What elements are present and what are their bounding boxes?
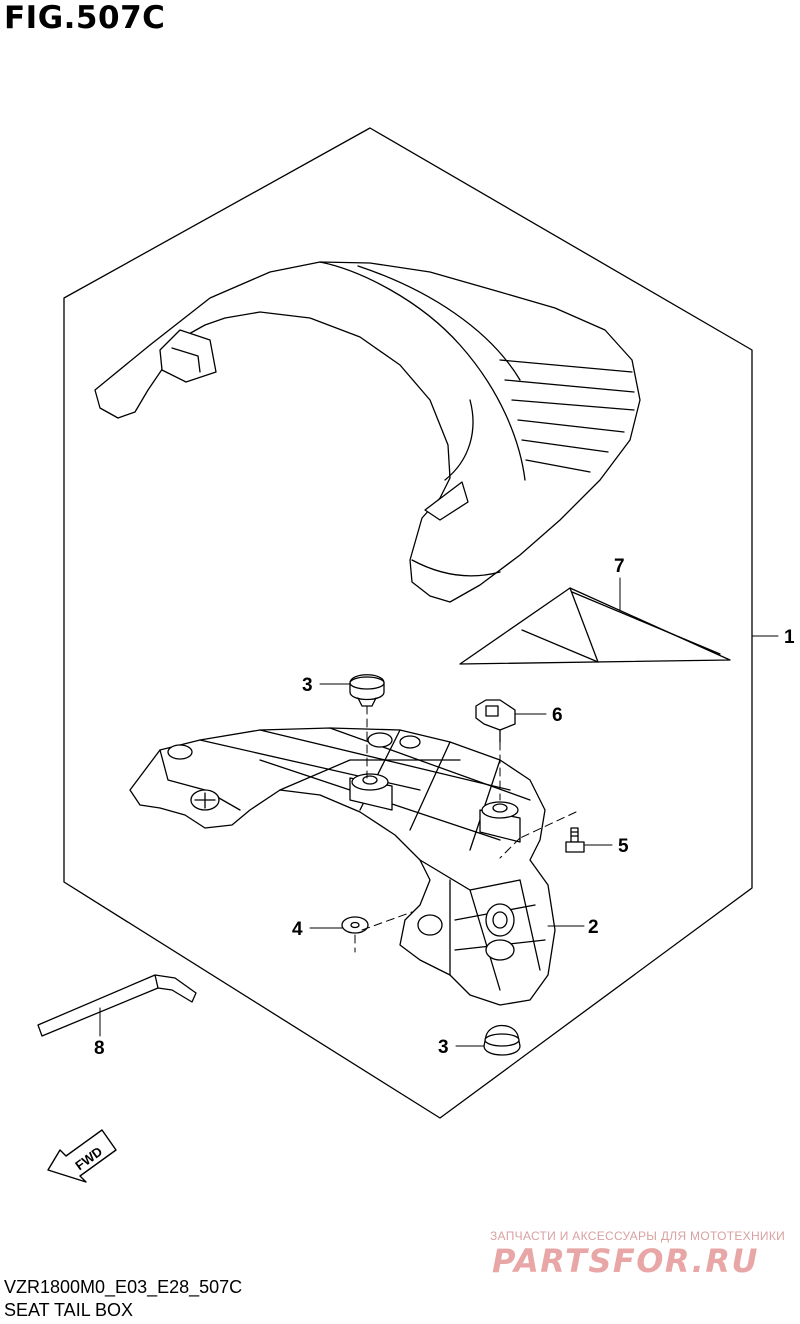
assembly-boundary (63, 127, 753, 1119)
emblem-sticker (459, 587, 731, 665)
figure-code: VZR1800M0_E03_E28_507C (4, 1277, 243, 1297)
callout-2: 2 (588, 917, 599, 938)
callout-6: 6 (552, 705, 563, 726)
callout-3-bottom: 3 (438, 1037, 449, 1058)
washer (341, 916, 369, 934)
watermark-caption: ЗАПЧАСТИ И АКСЕССУАРЫ ДЛЯ МОТОТЕХНИКИ (490, 1229, 786, 1243)
callout-7: 7 (614, 556, 625, 577)
seat-tail-cover (94, 261, 641, 603)
seat-tail-frame (129, 727, 556, 1006)
watermark-logo: PARTSFOR.RU (492, 1243, 759, 1279)
callout-3-top: 3 (302, 675, 313, 696)
callout-1: 1 (784, 627, 795, 648)
hex-wrench (37, 974, 197, 1037)
nut-clip (475, 699, 516, 743)
cushion-grommet-top (349, 674, 385, 707)
cushion-grommet-bottom (483, 1024, 521, 1056)
forward-direction-arrow: FWD (47, 1129, 117, 1183)
bolt (565, 827, 585, 853)
callout-5: 5 (618, 836, 629, 857)
callout-4: 4 (292, 919, 303, 940)
axis-bolt (519, 811, 577, 839)
watermark-logo-text: PARTSFOR.RU (492, 1243, 759, 1279)
axis-bolt-lower (499, 837, 521, 859)
figure-title: FIG.507C (4, 0, 166, 36)
axis-washer (354, 911, 413, 953)
figure-name: SEAT TAIL BOX (4, 1300, 134, 1320)
callout-8: 8 (94, 1038, 105, 1059)
